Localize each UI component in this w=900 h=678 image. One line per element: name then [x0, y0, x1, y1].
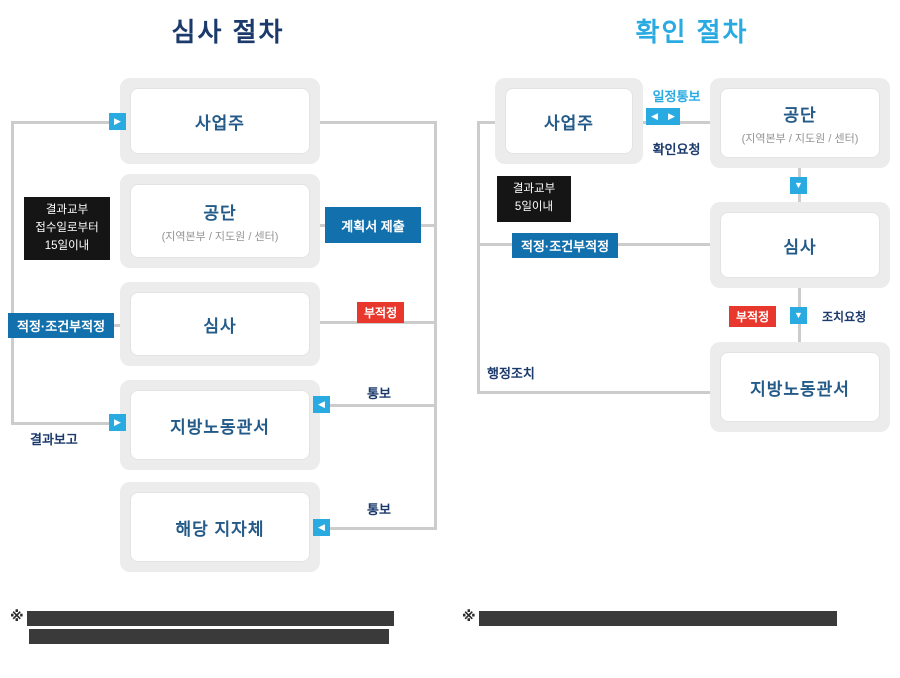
node-employer-inner: 사업주	[505, 88, 633, 154]
node-local-gov-label: 해당 지자체	[175, 519, 265, 539]
redacted-bar	[29, 629, 389, 644]
connector-line	[11, 121, 120, 124]
inadequate-label: 부적정	[729, 306, 777, 327]
result-delivery-line1: 결과교부	[45, 204, 89, 216]
connector-line	[477, 121, 497, 124]
footnote-right-marker: ※	[462, 608, 476, 624]
node-labor-office-label: 지방노동관서	[170, 417, 270, 437]
arrow-right-icon: ▶	[109, 414, 126, 431]
node-review: 심사	[710, 202, 890, 288]
node-labor-office-inner: 지방노동관서	[130, 390, 310, 460]
node-labor-office: 지방노동관서	[120, 380, 320, 470]
result-delivery-line3: 15일이내	[44, 239, 90, 252]
footnote-left-marker: ※	[10, 608, 24, 624]
adequacy-badge: 적정·조건부적정	[512, 233, 619, 258]
connector-line	[320, 404, 437, 407]
node-kosha-label: 공단	[203, 203, 237, 223]
arrow-left-icon: ◀	[646, 108, 663, 125]
submit-label: 계획서 제출	[325, 207, 421, 243]
node-kosha-label: 공단	[783, 105, 817, 125]
connector-line	[11, 422, 120, 425]
result-delivery-line1: 결과교부	[512, 183, 556, 195]
node-local-gov-inner: 해당 지자체	[130, 492, 310, 562]
arrow-left-icon: ◀	[313, 519, 330, 536]
node-kosha: 공단 (지역본부 / 지도원 / 센터)	[120, 174, 320, 268]
action-request-label: 조치요청	[822, 310, 867, 324]
result-report-label: 결과보고	[30, 432, 78, 447]
adequacy-badge: 적정·조건부적정	[8, 313, 115, 338]
left-flow-title: 심사 절차	[171, 17, 285, 47]
redacted-bar	[479, 611, 837, 626]
node-employer: 사업주	[120, 78, 320, 164]
schedule-notice-label: 일정통보	[652, 89, 701, 104]
node-review-inner: 심사	[720, 212, 880, 278]
node-labor-office-label: 지방노동관서	[750, 379, 850, 399]
result-delivery-line2: 접수일로부터	[35, 221, 99, 234]
node-labor-office: 지방노동관서	[710, 342, 890, 432]
node-employer-inner: 사업주	[130, 88, 310, 154]
arrow-right-icon: ▶	[109, 113, 126, 130]
connector-line	[11, 122, 14, 424]
node-local-gov: 해당 지자체	[120, 482, 320, 572]
connector-line	[477, 121, 480, 393]
node-review: 심사	[120, 282, 320, 366]
arrow-left-icon: ◀	[313, 396, 330, 413]
node-employer: 사업주	[495, 78, 643, 164]
notify-label: 통보	[367, 502, 391, 517]
redacted-bar	[27, 611, 394, 626]
node-kosha-inner: 공단 (지역본부 / 지도원 / 센터)	[720, 88, 880, 158]
node-kosha-sublabel: (지역본부 / 지도원 / 센터)	[741, 132, 859, 145]
connector-line	[320, 121, 437, 124]
node-kosha-sublabel: (지역본부 / 지도원 / 센터)	[161, 230, 279, 243]
arrow-down-icon: ▼	[790, 177, 807, 194]
arrow-right-icon: ▶	[663, 108, 680, 125]
node-employer-label: 사업주	[544, 113, 594, 133]
node-review-label: 심사	[203, 316, 237, 336]
confirm-request-label: 확인요청	[652, 142, 701, 157]
result-delivery-label: 결과교부 5일이내	[497, 176, 571, 222]
node-kosha: 공단 (지역본부 / 지도원 / 센터)	[710, 78, 890, 168]
connector-line	[320, 527, 437, 530]
node-review-label: 심사	[783, 237, 817, 257]
arrow-down-icon: ▼	[790, 307, 807, 324]
connector-line	[434, 121, 437, 530]
result-delivery-line2: 5일이내	[514, 200, 554, 213]
connector-line	[477, 391, 710, 394]
result-delivery-label: 결과교부 접수일로부터 15일이내	[24, 197, 110, 261]
node-employer-label: 사업주	[195, 113, 245, 133]
notify-label: 통보	[367, 386, 391, 401]
admin-action-label: 행정조치	[487, 366, 535, 381]
inadequate-label: 부적정	[357, 302, 405, 323]
node-kosha-inner: 공단 (지역본부 / 지도원 / 센터)	[130, 184, 310, 258]
node-review-inner: 심사	[130, 292, 310, 356]
node-labor-office-inner: 지방노동관서	[720, 352, 880, 422]
right-flow-title: 확인 절차	[635, 17, 749, 47]
